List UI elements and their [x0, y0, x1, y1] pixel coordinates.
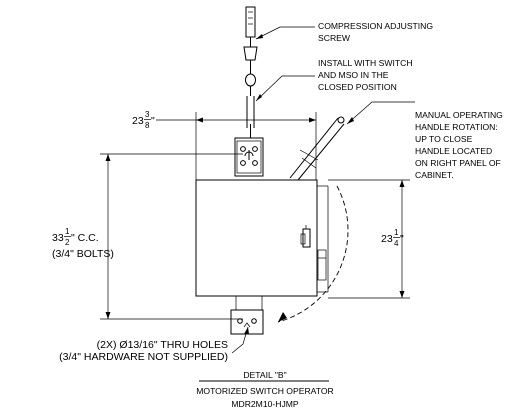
leader-compression — [255, 26, 315, 40]
cc-dimension — [100, 153, 243, 320]
note-install-2: AND MSO IN THE — [318, 70, 389, 80]
note-manual-6: CABINET. — [415, 170, 454, 180]
note-manual-2: HANDLE ROTATION: — [415, 122, 498, 132]
note-holes-2: (3/4" HARDWARE NOT SUPPLIED) — [59, 351, 228, 363]
cc-unit: " C.C. — [71, 232, 99, 244]
upper-bracket — [234, 137, 264, 177]
width-unit: " — [151, 115, 155, 127]
note-holes-1: (2X) Ø13/16" THRU HOLES — [97, 339, 228, 351]
cc-den: 2 — [65, 238, 70, 247]
width-dimension — [156, 112, 317, 180]
title-model: MDR2M10-HJMP — [231, 399, 299, 409]
note-manual-3: UP TO CLOSE — [415, 134, 473, 144]
leader-install — [255, 75, 315, 102]
leader-holes — [231, 326, 249, 354]
rotation-arc — [277, 185, 349, 323]
cc-bolts: (3/4" BOLTS) — [52, 248, 114, 260]
title-detail: DETAIL "B" — [243, 370, 286, 380]
cc-num: 1 — [65, 227, 70, 236]
height-den: 4 — [394, 239, 399, 248]
manual-handle — [289, 116, 345, 181]
height-num: 1 — [394, 228, 399, 237]
height-unit: " — [400, 233, 404, 245]
side-latch — [300, 225, 327, 281]
note-compression-1: COMPRESSION ADJUSTING — [318, 21, 433, 31]
note-install-3: CLOSED POSITION — [318, 82, 397, 92]
note-manual-4: HANDLE LOCATED — [415, 146, 492, 156]
leader-manual — [346, 101, 415, 125]
width-num: 3 — [145, 110, 150, 119]
cabinet-box — [195, 179, 329, 297]
height-dimension — [328, 179, 410, 299]
cc-whole: 33 — [52, 232, 64, 244]
width-whole: 23 — [132, 115, 144, 127]
note-compression-2: SCREW — [318, 33, 351, 43]
note-install-1: INSTALL WITH SWITCH — [318, 58, 413, 68]
height-whole: 23 — [381, 233, 393, 245]
note-manual-5: ON RIGHT PANEL OF — [415, 158, 501, 168]
width-den: 8 — [145, 121, 150, 130]
note-manual-1: MANUAL OPERATING — [415, 110, 503, 120]
lower-bracket — [230, 296, 264, 335]
title-name: MOTORIZED SWITCH OPERATOR — [196, 386, 334, 396]
operating-rod — [246, 96, 255, 138]
compression-screw — [243, 6, 258, 96]
